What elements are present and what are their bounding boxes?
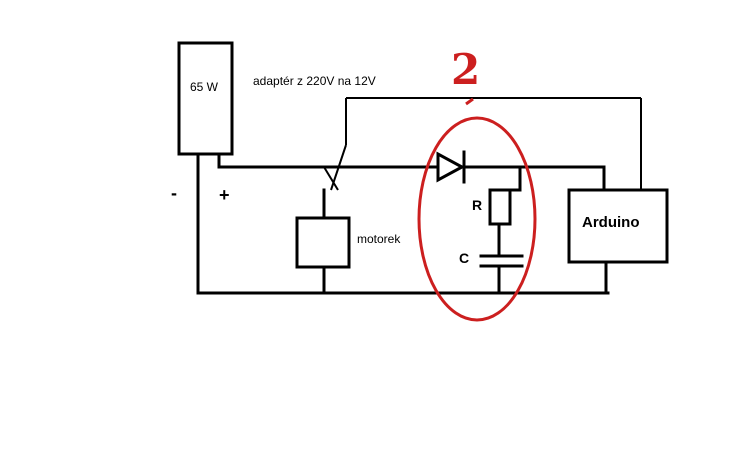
resistor-label: R <box>472 197 482 213</box>
capacitor-label: C <box>459 250 469 266</box>
annotation-number: 2 <box>451 45 480 94</box>
plus-sign: + <box>219 185 230 205</box>
resistor <box>488 188 512 226</box>
motor-box <box>295 216 351 269</box>
annotation-ellipse <box>417 116 537 322</box>
power-supply-box <box>177 41 234 156</box>
motor-label: motorek <box>357 232 401 246</box>
arduino-box <box>567 188 669 264</box>
adapter-label: adaptér z 220V na 12V <box>253 74 376 88</box>
annotation-number-stroke <box>465 97 474 106</box>
switch-contact <box>323 166 339 191</box>
diode-triangle <box>436 151 466 183</box>
arduino-label: Arduino <box>582 214 640 231</box>
power-supply-label: 65 W <box>190 80 219 94</box>
minus-sign: - <box>171 183 177 203</box>
